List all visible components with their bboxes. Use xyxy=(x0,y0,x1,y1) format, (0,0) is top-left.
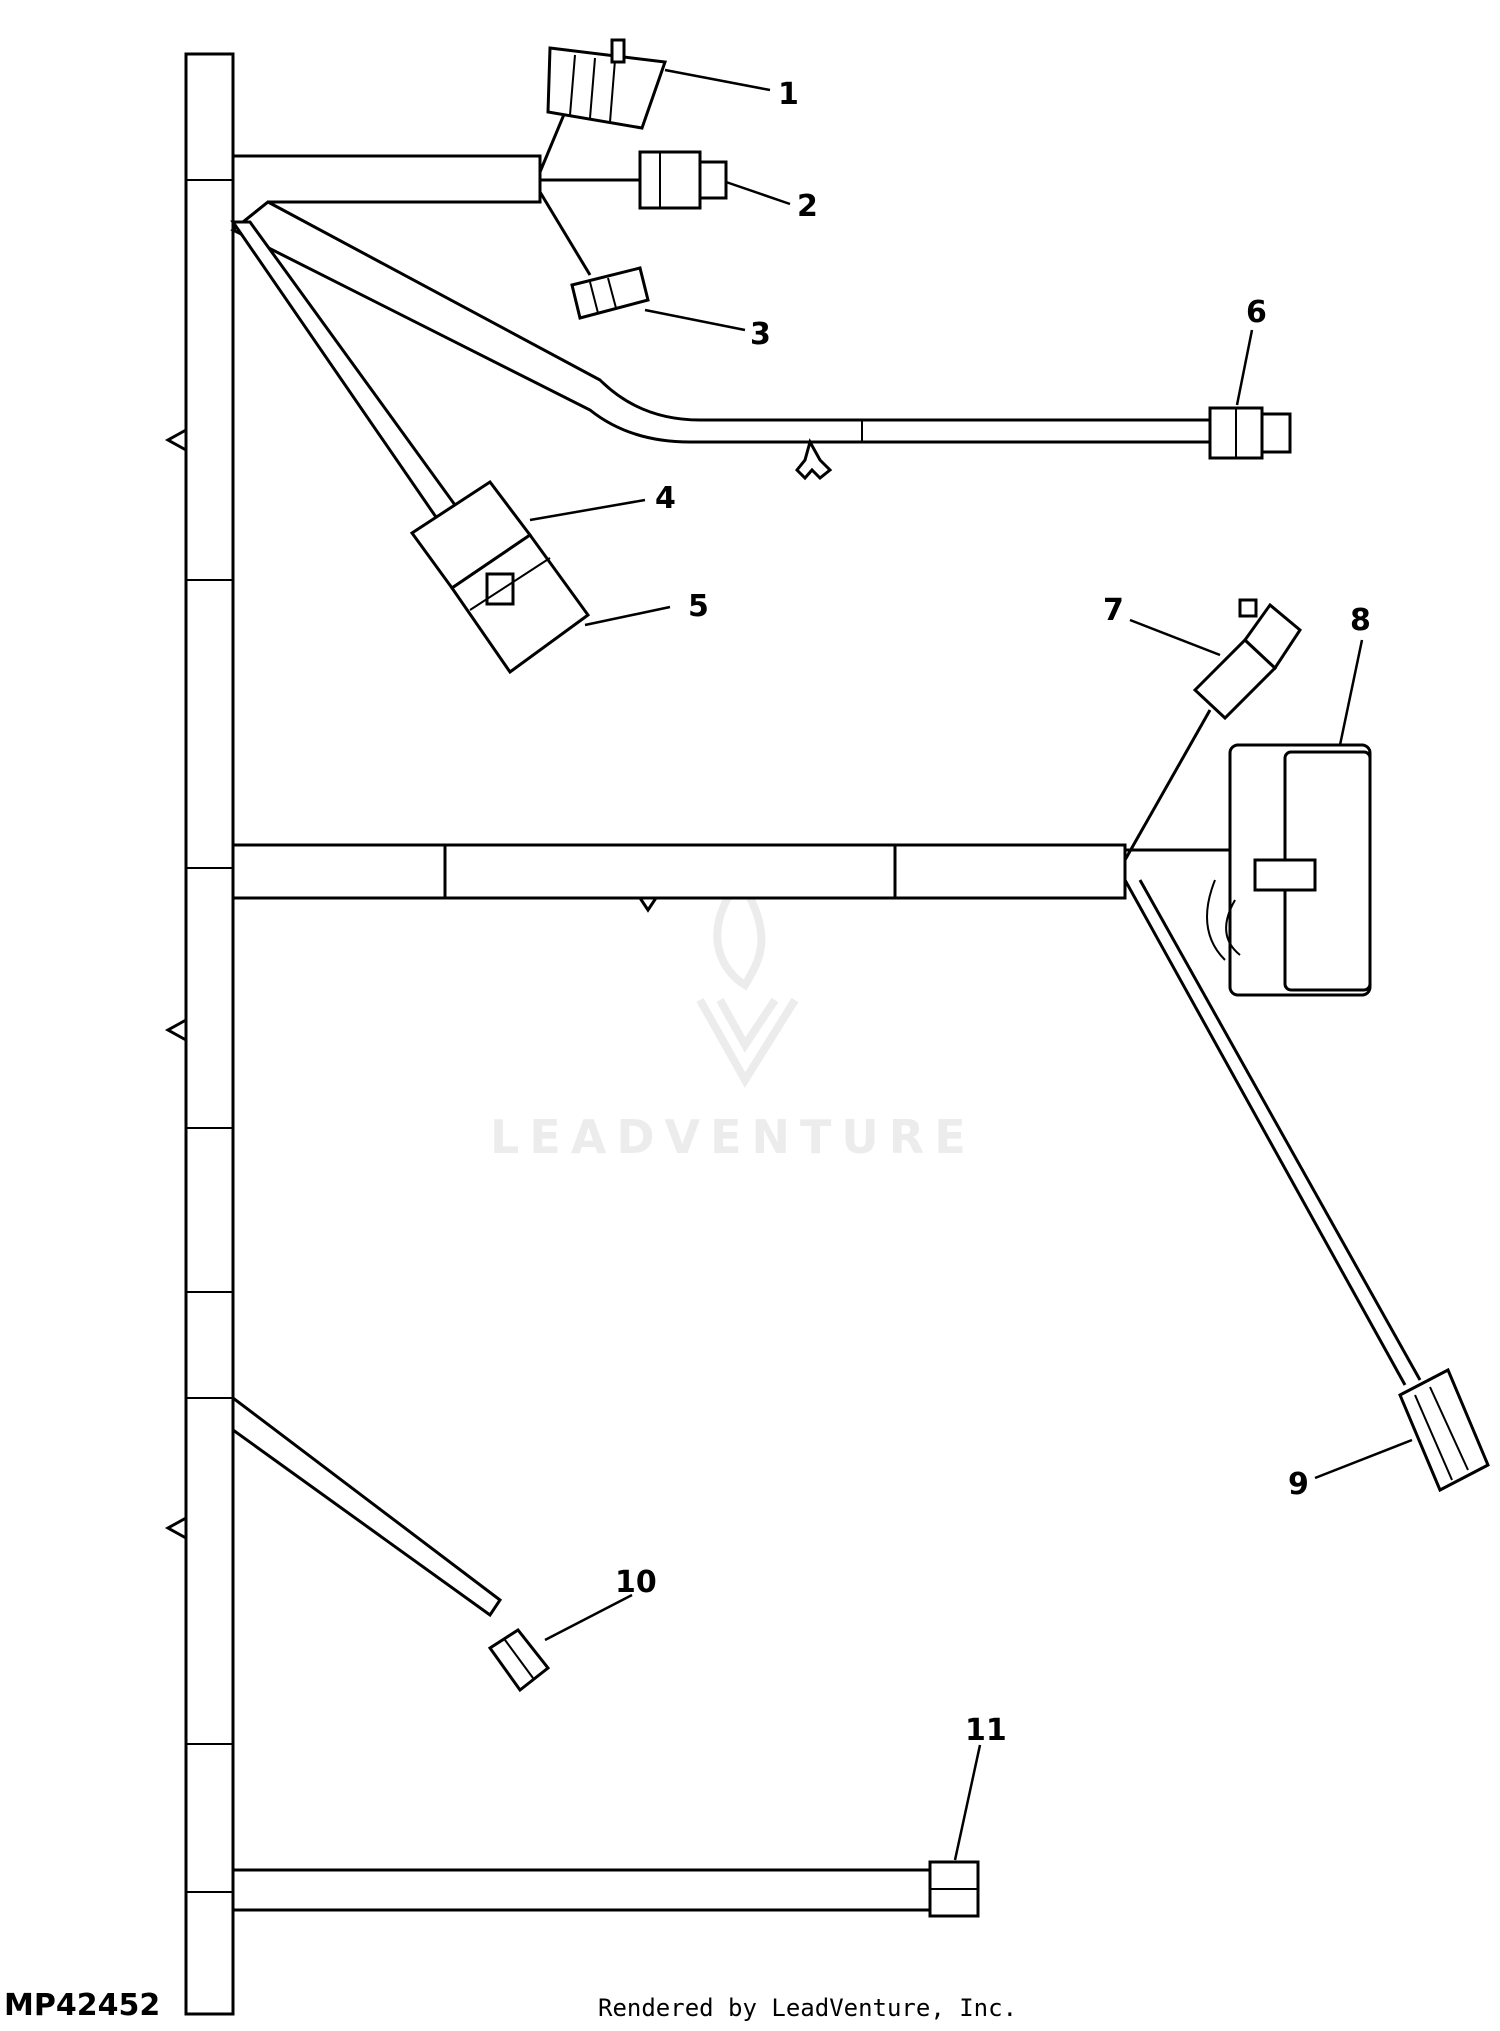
figure-id: MP42452 xyxy=(4,1988,161,2023)
connector-3 xyxy=(570,266,650,320)
branch-to-connector-10 xyxy=(231,1394,503,1618)
connector-8 xyxy=(1206,743,1372,997)
connector-1 xyxy=(546,38,668,130)
connector-2 xyxy=(638,150,728,210)
connector-10 xyxy=(487,1628,551,1693)
callout-10: 10 xyxy=(615,1565,657,1600)
connector-9 xyxy=(1398,1367,1490,1493)
callout-5: 5 xyxy=(688,589,709,624)
connector-7 xyxy=(1192,598,1302,721)
render-credit: Rendered by LeadVenture, Inc. xyxy=(598,1994,1018,2022)
watermark-text: LEADVENTURE xyxy=(490,1110,976,1164)
callout-9: 9 xyxy=(1288,1467,1309,1502)
watermark-logo xyxy=(696,873,799,1088)
leader-lines xyxy=(529,68,1413,1861)
callout-4: 4 xyxy=(655,481,676,516)
callout-6: 6 xyxy=(1246,295,1267,330)
callout-1: 1 xyxy=(778,77,799,112)
callout-7: 7 xyxy=(1103,593,1124,628)
callout-3: 3 xyxy=(750,317,771,352)
branch-to-connector-11 xyxy=(231,1868,932,1912)
middle-branch xyxy=(231,709,1422,1386)
connector-6 xyxy=(1208,406,1292,460)
callout-2: 2 xyxy=(797,189,818,224)
connector-4-5 xyxy=(409,479,591,675)
connector-11 xyxy=(928,1860,980,1918)
callout-11: 11 xyxy=(965,1713,1007,1748)
callout-8: 8 xyxy=(1350,603,1371,638)
trunk-clips xyxy=(164,427,188,1541)
top-branch xyxy=(231,99,640,276)
main-trunk xyxy=(184,52,235,2016)
